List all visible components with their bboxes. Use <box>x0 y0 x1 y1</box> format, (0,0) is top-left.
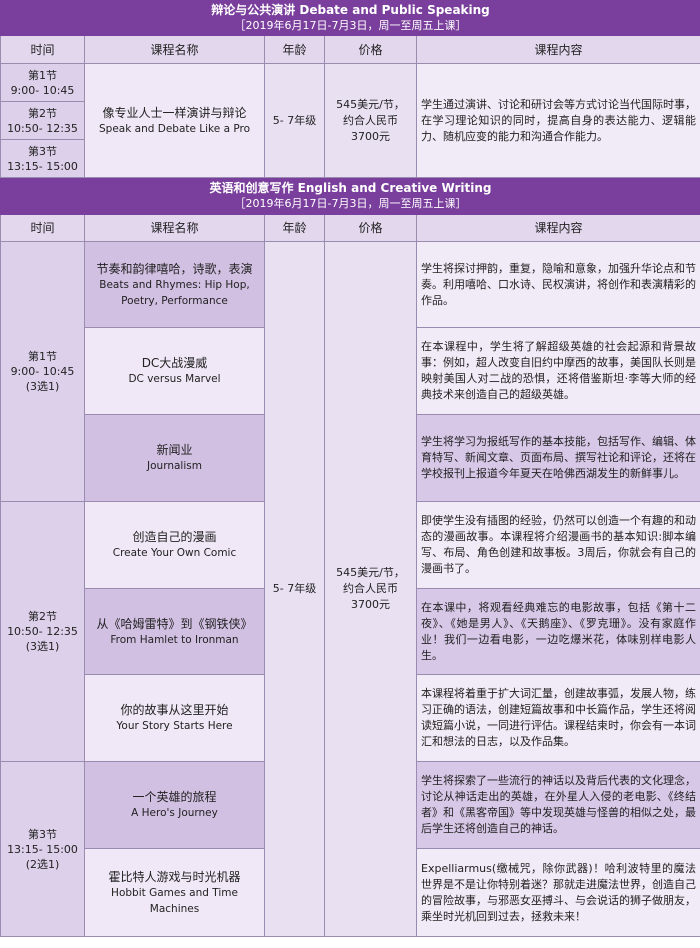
course-name-cn: 新闻业 <box>156 443 193 457</box>
slot-name: 第2节 <box>28 106 57 120</box>
s2-course-3: 新闻业 Journalism <box>84 414 265 502</box>
s2-content-3: 学生将学习为报纸写作的基本技能，包括写作、编辑、体育特写、新闻文章、页面布局、撰… <box>416 414 700 502</box>
header-course: 课程名称 <box>84 35 265 64</box>
s2-content-1: 学生将探讨押韵，重复，隐喻和意象，加强升华论点和节奏。利用嘻哈、口水诗、民权演讲… <box>416 241 700 328</box>
section2-dates: ［2019年6月17日-7月3日，周一至周五上课］ <box>234 197 467 210</box>
slot-time: 10:50- 12:35 <box>7 625 78 638</box>
s1-content: 学生通过演讲、讨论和研讨会等方式讨论当代国际时事，在学习理论知识的同时，提高自身… <box>416 63 700 178</box>
header-price: 价格 <box>324 35 417 64</box>
s1-slot-2: 第2节 10:50- 12:35 <box>0 101 85 140</box>
slot-time: 13:15- 15:00 <box>7 159 78 173</box>
price-line: 3700元 <box>351 129 390 143</box>
price-line: 3700元 <box>351 598 390 611</box>
course-name-en: DC versus Marvel <box>128 373 221 385</box>
s2-slot-3: 第3节 13:15- 15:00 (2选1) <box>0 761 85 937</box>
course-name-en: Speak and Debate Like a Pro <box>99 122 250 135</box>
s2-course-6: 你的故事从这里开始 Your Story Starts Here <box>84 674 265 762</box>
slot-time: 9:00- 10:45 <box>10 365 75 378</box>
course-name-cn: 创造自己的漫画 <box>132 530 217 544</box>
slot-time: 10:50- 12:35 <box>7 121 78 135</box>
s2-course-2: DC大战漫威 DC versus Marvel <box>84 327 265 415</box>
header-time: 时间 <box>0 35 85 64</box>
course-name-cn: DC大战漫威 <box>141 356 208 370</box>
s2-course-8: 霍比特人游戏与时光机器 Hobbit Games and Time Machin… <box>84 848 265 937</box>
s2-course-7: 一个英雄的旅程 A Hero's Journey <box>84 761 265 849</box>
slot-time: 9:00- 10:45 <box>10 83 75 97</box>
header-age: 年龄 <box>264 214 325 242</box>
course-name-en: Journalism <box>147 460 202 472</box>
course-name-en: A Hero's Journey <box>131 807 218 819</box>
slot-time: 13:15- 15:00 <box>7 842 78 856</box>
course-name-en: Hobbit Games and Time Machines <box>111 886 238 915</box>
course-name-cn: 节奏和韵律嘻哈，诗歌，表演 <box>96 261 253 276</box>
course-name-cn: 霍比特人游戏与时光机器 <box>108 869 241 884</box>
s2-content-5: 在本课中，将观看经典难忘的电影故事，包括《第十二夜》、《她是男人》、《天鹅座》、… <box>416 588 700 675</box>
s2-content-8: Expelliarmus(缴械咒，除你武器)！哈利波特里的魔法世界是不是让你特别… <box>416 848 700 937</box>
slot-choice: (3选1) <box>25 380 60 393</box>
price-line: 约合人民币 <box>343 113 398 127</box>
section1-dates: ［2019年6月17日-7月3日，周一至周五上课］ <box>234 19 467 32</box>
course-name-en: Beats and Rhymes: Hip Hop, Poetry, Perfo… <box>99 278 250 307</box>
slot-name: 第1节 <box>28 68 57 82</box>
s2-content-6: 本课程将着重于扩大词汇量，创建故事弧，发展人物，练习正确的语法，创建短篇故事和中… <box>416 674 700 762</box>
course-name-cn: 从《哈姆雷特》到《钢铁侠》 <box>96 616 253 631</box>
s1-course: 像专业人士一样演讲与辩论 Speak and Debate Like a Pro <box>84 63 265 178</box>
slot-name: 第3节 <box>28 827 57 841</box>
section1-title-text: 辩论与公共演讲 Debate and Public Speaking <box>211 3 490 17</box>
header-content: 课程内容 <box>416 214 700 242</box>
price-line: 545美元/节， <box>336 566 405 579</box>
slot-choice: (2选1) <box>25 857 60 871</box>
header-content: 课程内容 <box>416 35 700 64</box>
section2-title: 英语和创意写作 English and Creative Writing ［20… <box>0 177 700 215</box>
course-name-cn: 像专业人士一样演讲与辩论 <box>102 105 247 120</box>
s2-slot-2: 第2节 10:50- 12:35 (3选1) <box>0 501 85 762</box>
slot-choice: (3选1) <box>25 640 60 653</box>
header-time: 时间 <box>0 214 85 242</box>
s1-price: 545美元/节， 约合人民币 3700元 <box>324 63 417 178</box>
slot-name: 第1节 <box>28 350 57 363</box>
s2-price: 545美元/节， 约合人民币 3700元 <box>324 241 417 937</box>
course-name-cn: 你的故事从这里开始 <box>120 703 229 717</box>
s2-age: 5- 7年级 <box>264 241 325 937</box>
header-price: 价格 <box>324 214 417 242</box>
s2-content-7: 学生将探索了一些流行的神话以及背后代表的文化理念，讨论从神话走出的英雄，在外星人… <box>416 761 700 849</box>
course-name-en: From Hamlet to Ironman <box>110 633 239 646</box>
course-name-en: Create Your Own Comic <box>112 547 237 559</box>
course-name-en: Your Story Starts Here <box>116 720 233 732</box>
s2-content-2: 在本课程中，学生将了解超级英雄的社会起源和背景故事：例如，超人改变自旧约中摩西的… <box>416 327 700 415</box>
header-course: 课程名称 <box>84 214 265 242</box>
slot-name: 第3节 <box>28 144 57 158</box>
s1-age: 5- 7年级 <box>264 63 325 178</box>
s2-content-4: 即使学生没有插图的经验，仍然可以创造一个有趣的和动态的漫画故事。本课程将介绍漫画… <box>416 501 700 589</box>
slot-name: 第2节 <box>28 610 57 623</box>
section1-title: 辩论与公共演讲 Debate and Public Speaking ［2019… <box>0 0 700 36</box>
s2-course-5: 从《哈姆雷特》到《钢铁侠》 From Hamlet to Ironman <box>84 588 265 675</box>
s2-course-1: 节奏和韵律嘻哈，诗歌，表演 Beats and Rhymes: Hip Hop,… <box>84 241 265 328</box>
course-name-cn: 一个英雄的旅程 <box>132 790 217 804</box>
price-line: 545美元/节， <box>336 97 405 111</box>
s1-slot-1: 第1节 9:00- 10:45 <box>0 63 85 102</box>
s1-slot-3: 第3节 13:15- 15:00 <box>0 139 85 178</box>
header-age: 年龄 <box>264 35 325 64</box>
section2-title-text: 英语和创意写作 English and Creative Writing <box>209 181 492 195</box>
price-line: 约合人民币 <box>343 582 398 595</box>
s2-slot-1: 第1节 9:00- 10:45 (3选1) <box>0 241 85 502</box>
s2-course-4: 创造自己的漫画 Create Your Own Comic <box>84 501 265 589</box>
